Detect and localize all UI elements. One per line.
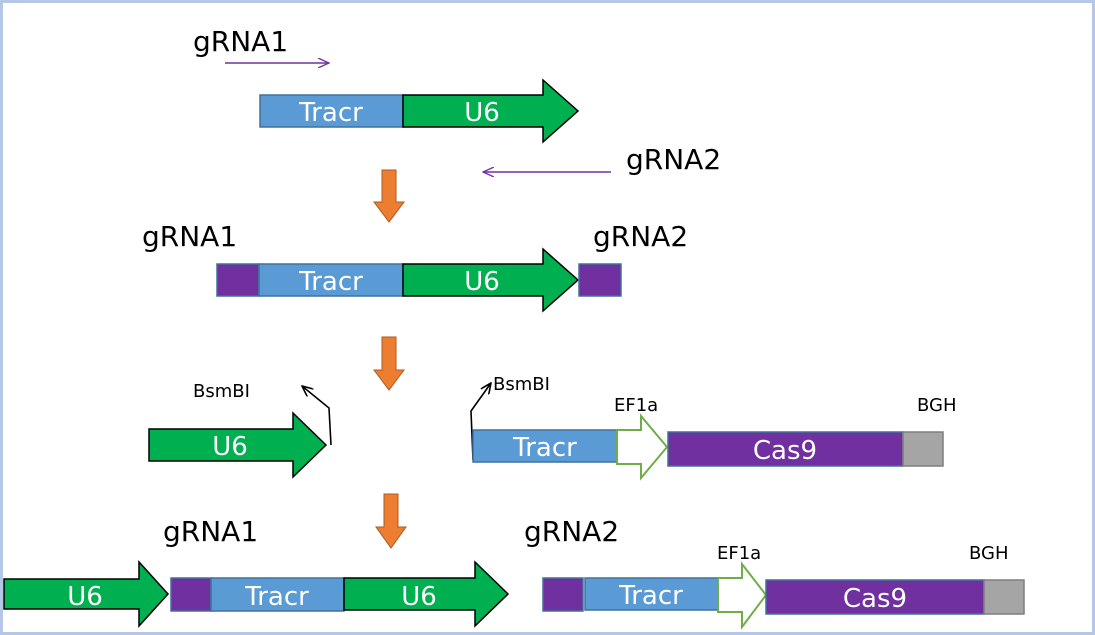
row4-u6-label-1: U6	[67, 582, 103, 612]
row2-gRNA2-spacer	[578, 263, 622, 297]
step-arrow-2	[373, 336, 405, 391]
row3-tracr-label: Tracr	[512, 433, 577, 463]
row4-tracr-label-1: Tracr	[244, 582, 309, 612]
row4-cas9-label: Cas9	[843, 584, 907, 614]
row3-bgh-block	[902, 431, 944, 467]
row4-gRNA1-label: gRNA1	[163, 515, 258, 548]
row4-ef1a-label: EF1a	[717, 543, 761, 564]
row4-bgh-label: BGH	[969, 543, 1009, 564]
row1-gRNA1-label: gRNA1	[193, 25, 288, 58]
row3-bgh-label: BGH	[917, 395, 957, 416]
row1-u6-arrow	[402, 78, 580, 144]
row3-cas9-label: Cas9	[753, 436, 817, 466]
step-arrow-3	[375, 493, 407, 549]
row3-bsmbi-left-label: BsmBI	[193, 381, 250, 402]
row2-tracr-label: Tracr	[298, 267, 363, 297]
row4-u6-arrow-1	[3, 560, 170, 628]
row4-tracr-block-2	[584, 577, 719, 611]
row4-ef1a-promoter-arrow	[717, 561, 768, 630]
row3-u6-label: U6	[212, 432, 248, 462]
row3-bsmbi-right-label: BsmBI	[493, 374, 550, 395]
row2-u6-label: U6	[464, 267, 500, 297]
row2-gRNA1-spacer	[216, 263, 260, 297]
row4-gRNA1-spacer	[170, 577, 212, 612]
row1-tracr-block	[259, 94, 404, 128]
step-arrow-1	[373, 169, 405, 223]
row3-bsmbi-left-cut-arrow	[302, 386, 332, 446]
row3-ef1a-promoter-arrow	[616, 413, 669, 481]
row1-tracr-label: Tracr	[298, 98, 363, 128]
row2-u6-arrow	[402, 247, 580, 313]
row4-tracr-block-1	[210, 577, 345, 612]
row2-gRNA2-label: gRNA2	[593, 220, 688, 253]
row1-u6-label: U6	[464, 98, 500, 128]
row4-gRNA2-label: gRNA2	[524, 515, 619, 548]
row2-gRNA1-label: gRNA1	[142, 220, 237, 253]
row4-tracr-label-2: Tracr	[618, 581, 683, 611]
row1-gRNA2-label: gRNA2	[626, 143, 721, 176]
row3-cas9-block	[667, 431, 904, 467]
row3-tracr-block	[472, 429, 618, 463]
row4-u6-arrow-2	[343, 560, 510, 628]
row4-gRNA2-spacer	[542, 577, 584, 612]
row4-bgh-block	[983, 579, 1025, 615]
row3-ef1a-label: EF1a	[614, 395, 658, 416]
row3-u6-arrow	[148, 411, 328, 479]
row4-u6-label-2: U6	[401, 582, 437, 612]
